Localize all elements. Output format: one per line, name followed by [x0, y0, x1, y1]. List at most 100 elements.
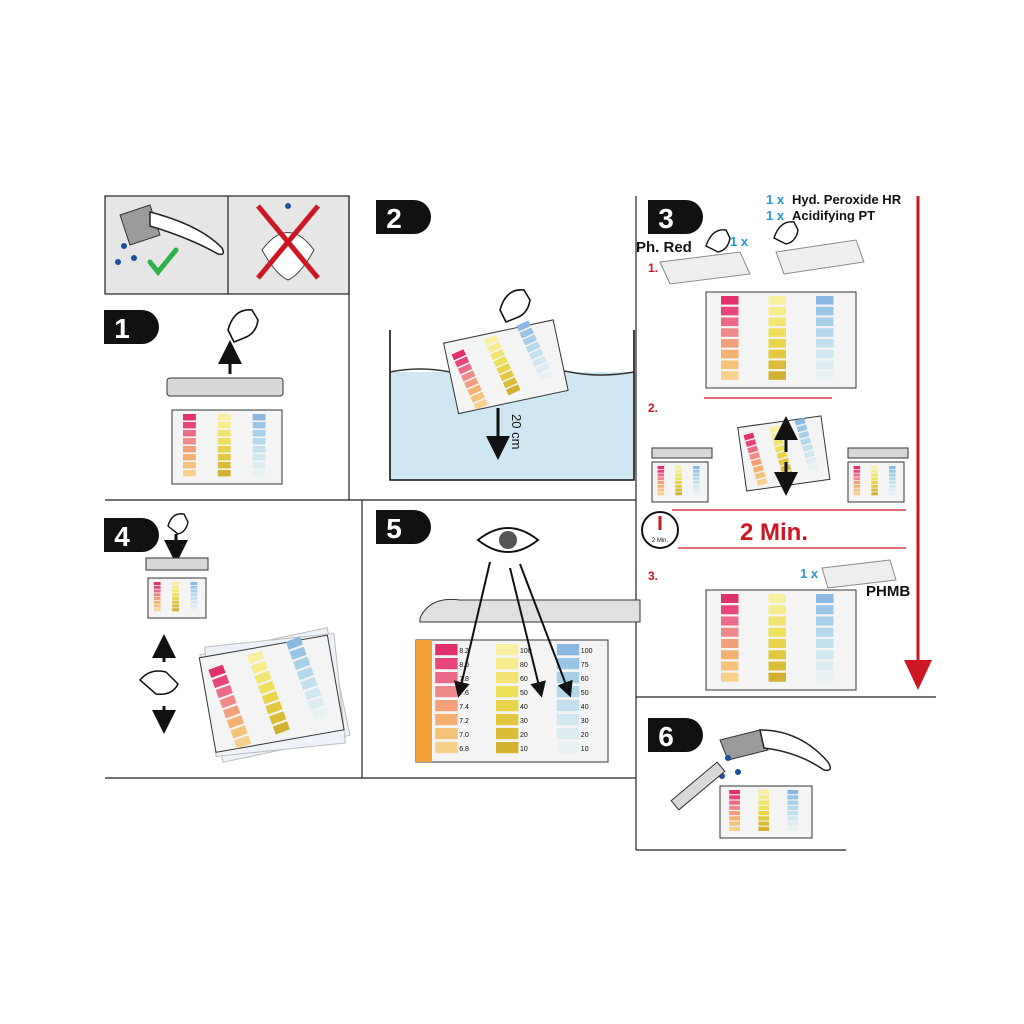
color-swatch — [752, 465, 764, 473]
color-swatch — [519, 327, 534, 339]
color-swatch — [293, 656, 311, 670]
color-swatch — [153, 608, 161, 612]
color-swatch — [800, 437, 812, 446]
flow-arrow-icon — [904, 660, 932, 690]
color-swatch — [496, 686, 519, 698]
color-swatch — [729, 821, 740, 826]
color-swatch — [496, 363, 512, 375]
svg-text:4: 4 — [114, 521, 130, 552]
scale-value: 20 — [581, 732, 589, 739]
color-swatch — [467, 384, 482, 396]
color-swatch — [254, 670, 272, 685]
color-swatch — [190, 600, 198, 604]
color-swatch — [768, 639, 786, 648]
color-swatch — [743, 432, 755, 441]
color-swatch — [693, 477, 700, 481]
color-swatch — [556, 672, 580, 684]
color-swatch — [693, 473, 700, 477]
color-swatch — [285, 636, 303, 650]
step-badge-2: 2 — [376, 200, 431, 234]
scale-value: 60 — [520, 676, 528, 683]
color-swatch — [798, 430, 810, 439]
color-swatch — [721, 661, 739, 671]
color-swatch — [172, 600, 179, 604]
color-swatch — [506, 384, 521, 396]
scale-value: 7.2 — [459, 718, 469, 725]
color-swatch — [435, 700, 458, 712]
step2-illustration: 20 cm — [389, 289, 635, 481]
color-swatch — [729, 790, 740, 795]
color-swatch — [190, 582, 198, 585]
color-swatch — [172, 585, 179, 589]
scale-value: 100 — [581, 648, 593, 655]
color-swatch — [525, 341, 541, 353]
color-swatch — [496, 742, 519, 754]
color-swatch — [556, 742, 580, 754]
color-swatch — [435, 658, 458, 670]
substep-3: 3. — [648, 569, 658, 583]
scale-value: 80 — [520, 662, 528, 669]
color-swatch — [252, 470, 266, 477]
scale-value: 7.4 — [459, 704, 469, 711]
color-swatch — [493, 356, 508, 368]
color-swatch — [435, 672, 458, 684]
color-swatch — [802, 443, 814, 452]
color-swatch — [853, 477, 861, 481]
color-swatch — [889, 473, 896, 477]
color-swatch — [252, 430, 266, 437]
color-swatch — [528, 348, 544, 360]
step-badge-4: 4 — [104, 518, 159, 552]
color-swatch — [768, 616, 786, 626]
scale-value: 8.0 — [459, 662, 469, 669]
color-swatch — [721, 306, 739, 316]
color-swatch — [556, 728, 580, 740]
color-swatch — [190, 604, 198, 608]
color-swatch — [496, 644, 519, 656]
color-swatch — [816, 371, 834, 380]
color-swatch — [772, 438, 784, 447]
scale-value: 20 — [520, 732, 528, 739]
color-swatch — [172, 608, 179, 612]
color-swatch — [657, 488, 665, 492]
color-swatch — [532, 355, 547, 367]
timer-face-label: 2 Min. — [652, 538, 669, 544]
color-swatch — [252, 454, 266, 461]
color-swatch — [190, 608, 198, 612]
step6-illustration — [670, 729, 831, 839]
color-swatch — [796, 424, 808, 433]
color-swatch — [516, 320, 531, 332]
color-swatch — [787, 821, 799, 826]
color-swatch — [768, 650, 786, 660]
color-swatch — [435, 742, 458, 754]
color-swatch — [816, 306, 834, 316]
color-swatch — [787, 790, 799, 795]
color-swatch — [729, 795, 740, 800]
scale-value: 75 — [581, 662, 589, 669]
color-swatch — [871, 466, 878, 469]
color-swatch — [215, 684, 233, 699]
color-swatch — [816, 661, 834, 671]
color-swatch — [803, 450, 815, 459]
color-swatch — [750, 458, 762, 467]
color-swatch — [234, 735, 252, 749]
color-swatch — [693, 466, 700, 469]
color-swatch — [675, 484, 682, 488]
color-swatch — [816, 317, 834, 327]
color-swatch — [183, 470, 196, 477]
color-swatch — [657, 477, 665, 481]
color-swatch — [758, 800, 770, 805]
color-swatch — [190, 593, 198, 597]
svg-text:6: 6 — [658, 721, 674, 752]
color-swatch — [774, 444, 786, 453]
color-swatch — [693, 484, 700, 488]
rinse-ok-illustration — [115, 204, 225, 276]
color-swatch — [460, 370, 476, 382]
color-swatch — [816, 650, 834, 660]
color-swatch — [675, 481, 682, 484]
color-swatch — [853, 481, 861, 484]
color-swatch — [721, 371, 739, 380]
color-swatch — [747, 445, 759, 454]
color-swatch — [816, 349, 834, 359]
color-swatch — [853, 469, 861, 473]
color-swatch — [729, 816, 740, 821]
